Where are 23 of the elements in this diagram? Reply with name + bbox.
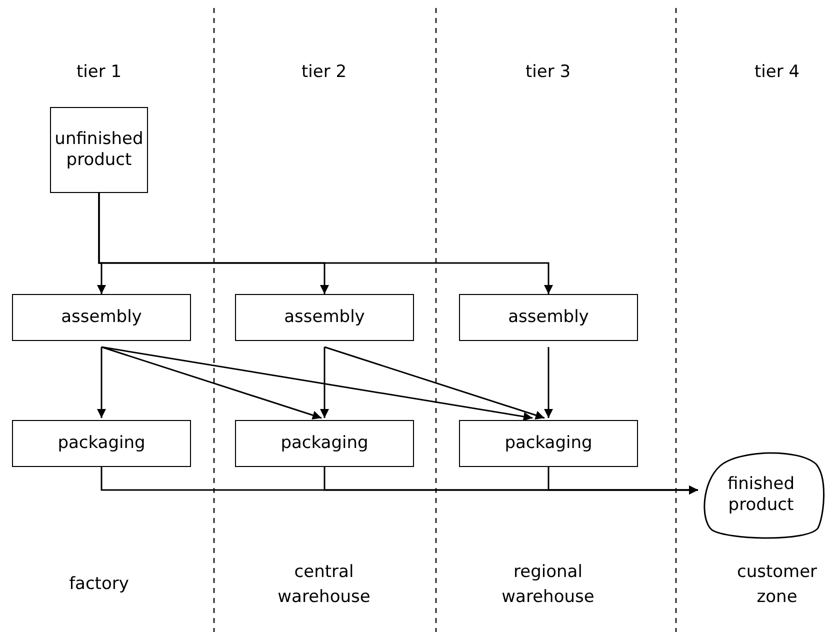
- arrow: [548, 467, 698, 494]
- column-heading: tier 4: [753, 61, 801, 84]
- arrow: [544, 347, 553, 418]
- process-box: unfinished product: [50, 107, 148, 193]
- process-box: assembly: [12, 294, 191, 341]
- process-box: assembly: [235, 294, 414, 341]
- column-heading: tier 1: [75, 61, 123, 84]
- arrow: [320, 347, 329, 418]
- arrow: [101, 346, 322, 420]
- arrow: [97, 347, 106, 418]
- column-footer: customer zone: [722, 560, 832, 610]
- column-heading: tier 3: [524, 61, 572, 84]
- process-box: packaging: [459, 420, 638, 467]
- process-box: packaging: [235, 420, 414, 467]
- process-box: packaging: [12, 420, 191, 467]
- process-box: assembly: [459, 294, 638, 341]
- column-heading: tier 2: [300, 61, 348, 84]
- column-footer: central warehouse: [269, 560, 379, 610]
- column-footer: factory: [44, 572, 154, 597]
- arrow: [98, 193, 553, 294]
- arrow: [324, 346, 545, 420]
- column-footer: regional warehouse: [493, 560, 603, 610]
- arrow: [101, 346, 533, 421]
